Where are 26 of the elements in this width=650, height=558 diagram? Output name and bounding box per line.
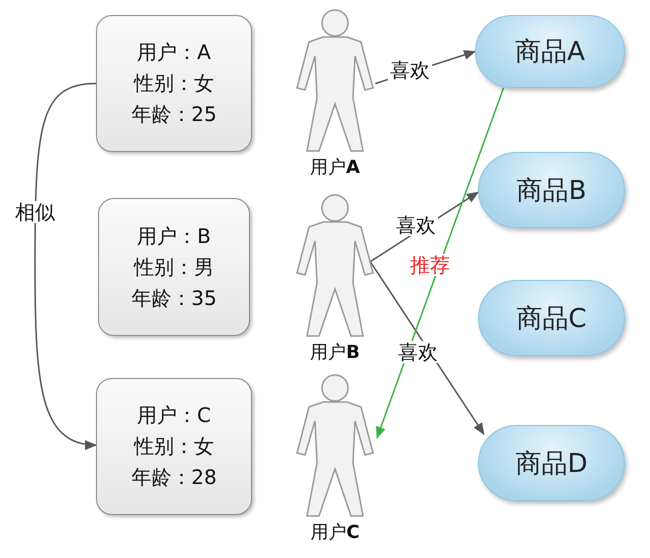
arrow [376,88,504,439]
info-text: 年龄：28 [131,464,217,491]
user-label: 用户A [310,156,360,179]
user-label: 用户B [310,341,360,364]
user-info-card [96,15,252,152]
user-info-card [98,198,250,336]
edge-label: 推荐 [408,254,452,276]
edge-label: 相似 [13,201,57,223]
info-text: 年龄：35 [131,284,217,312]
edge-label: 喜欢 [388,59,432,81]
info-text: 性别：女 [134,70,214,97]
edge-label: 喜欢 [396,341,440,363]
info-text: 性别：女 [134,433,214,460]
info-text: 用户：B [137,222,211,250]
edge-label: 喜欢 [394,214,438,236]
arrow [34,82,97,450]
product-pill: 商品A [475,15,625,88]
info-text: 性别：男 [134,254,214,280]
info-text: 用户：C [137,402,211,429]
user-label: 用户C [310,521,360,544]
product-pill: 商品C [478,280,625,356]
user-info-card [96,378,252,515]
product-pill: 商品B [478,152,625,228]
info-text: 用户：A [137,39,211,66]
product-pill: 商品D [478,425,625,501]
info-text: 年龄：25 [131,101,217,128]
